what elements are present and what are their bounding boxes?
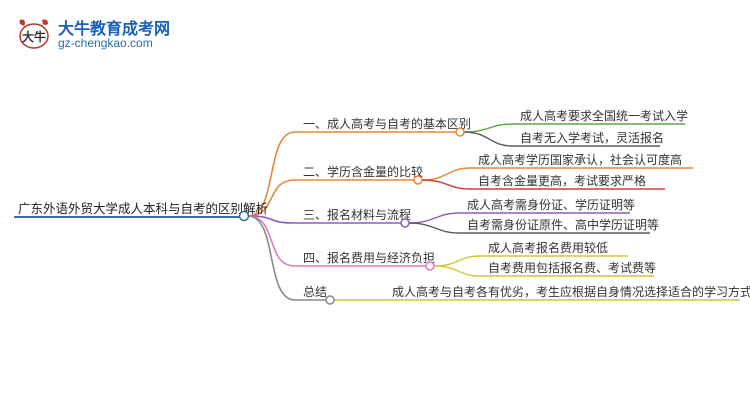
site-url: gz-chengkao.com [58,36,153,50]
leaf-node-label: 自考无入学考试，灵活报名 [520,130,664,145]
site-logo[interactable]: 大牛 大牛教育成考网 gz-chengkao.com [14,14,214,56]
leaf-node-label: 自考费用包括报名费、考试费等 [488,260,656,275]
branch-node-label: 总结 [303,285,327,299]
branch-node-dot [413,175,423,185]
leaf-connector [421,179,471,190]
connector-lines [14,123,740,301]
leaf-node-label: 成人高考要求全国统一考试入学 [520,108,688,123]
branch-node-dot [455,127,465,137]
branch-node-label: 二、学历含金量的比较 [303,164,423,179]
leaf-node-label: 成人高考报名费用较低 [488,240,608,255]
branch-node-label: 四、报名费用与经济负担 [303,250,435,265]
leaf-node-label: 成人高考学历国家承认，社会认可度高 [478,152,682,167]
branch-node-dot [425,261,435,271]
leaf-connector [408,212,460,224]
branch-connector [247,215,296,301]
root-node-label: 广东外语外贸大学成人本科与自考的区别解析 [18,201,268,216]
branch-node-label: 三、报名材料与流程 [303,207,411,222]
leaf-node-label: 自考含金量更高，考试要求严格 [478,173,646,188]
mindmap-nodes: 广东外语外贸大学成人本科与自考的区别解析 一、成人高考与自考的基本区别 成人高考要求… [18,108,750,305]
branch-node-dot [325,295,335,305]
root-node-dot [238,210,250,222]
branch-node-dot [400,218,410,228]
branch-connector [247,131,296,217]
leaf-connector [463,123,513,133]
branch-connector [247,179,296,217]
leaf-node-label: 自考需身份证原件、高中学历证明等 [467,217,659,232]
bull-logo-icon: 大牛 [19,19,49,49]
site-title: 大牛教育成考网 [58,19,171,38]
leaf-connector [408,222,460,234]
logo-mark-text: 大牛 [22,29,46,44]
branch-connector [247,215,296,224]
leaf-connector [463,131,513,147]
branch-node-label: 一、成人高考与自考的基本区别 [303,116,471,131]
leaf-node-label: 成人高考需身份证、学历证明等 [467,197,635,212]
leaf-node-label: 成人高考与自考各有优劣，考生应根据自身情况选择适合的学习方式。 [392,284,750,299]
leaf-connector [433,255,481,267]
leaf-connector [433,265,481,277]
leaf-connector [421,167,471,181]
